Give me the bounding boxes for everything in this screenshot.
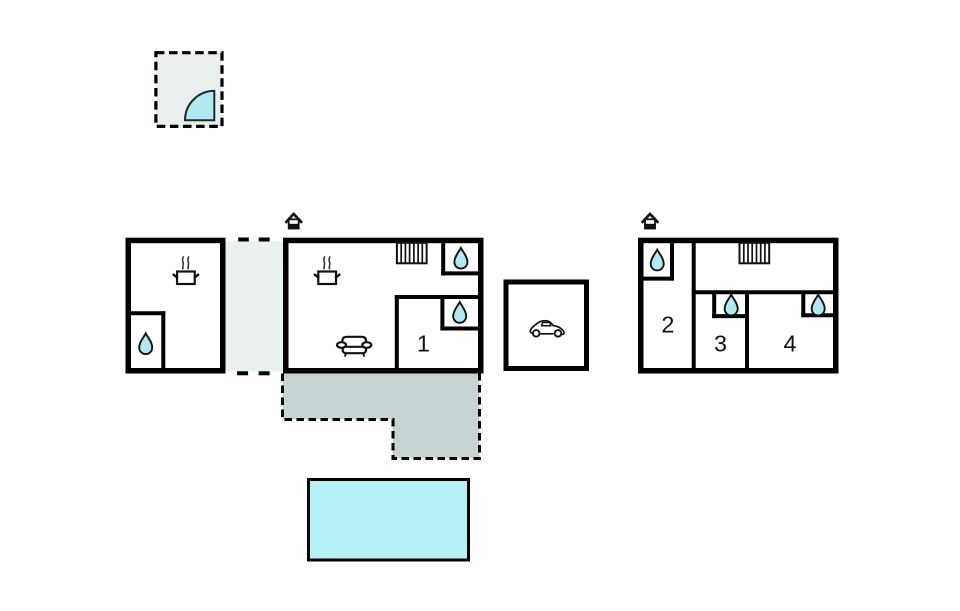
svg-text:3: 3	[714, 330, 727, 356]
svg-text:2: 2	[661, 312, 674, 338]
svg-text:4: 4	[783, 330, 796, 356]
svg-text:1: 1	[417, 330, 430, 356]
